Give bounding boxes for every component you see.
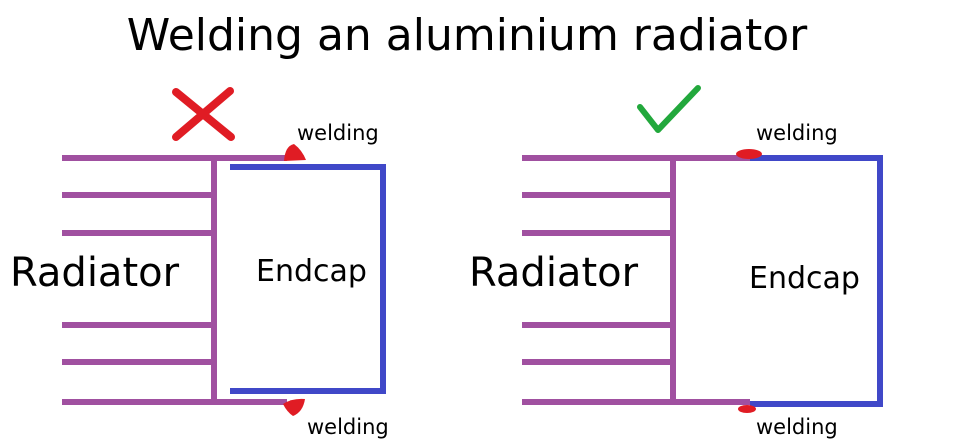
radiator-label: Radiator xyxy=(469,250,639,296)
radiator-label: Radiator xyxy=(10,250,180,296)
welding-label-bottom: welding xyxy=(307,415,389,439)
weld-bead-top xyxy=(284,144,306,161)
weld-bead-top xyxy=(736,149,762,159)
weld-bead-bottom xyxy=(283,398,305,416)
welding-label-top: welding xyxy=(297,121,379,145)
welding-label-top: welding xyxy=(756,121,838,145)
endcap-outline xyxy=(750,155,883,407)
correct-method-panel: Radiator Endcap welding welding xyxy=(469,85,883,439)
endcap-outline xyxy=(230,164,386,394)
endcap-label: Endcap xyxy=(749,261,860,296)
welding-label-bottom: welding xyxy=(756,415,838,439)
check-icon xyxy=(637,85,701,133)
diagram-title: Welding an aluminium radiator xyxy=(127,10,808,61)
weld-bead-bottom xyxy=(738,405,756,413)
endcap-label: Endcap xyxy=(256,254,367,289)
cross-icon xyxy=(172,87,235,141)
wrong-method-panel: Radiator Endcap welding welding xyxy=(10,87,389,439)
radiator-fins xyxy=(522,155,750,405)
radiator-fins xyxy=(62,155,287,405)
